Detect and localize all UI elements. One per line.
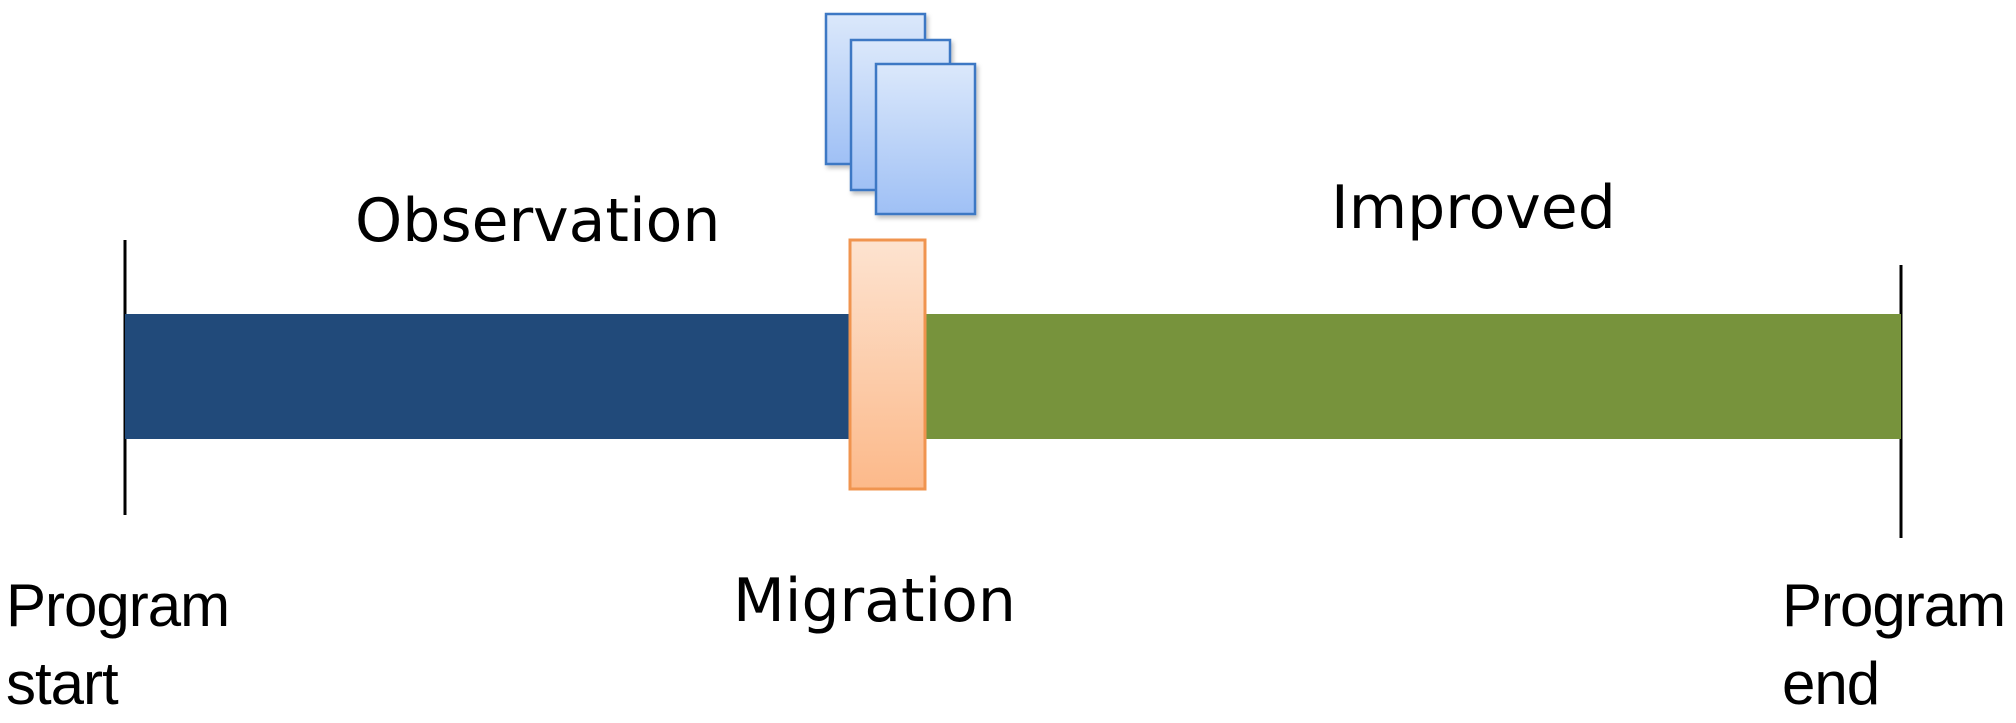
migration-block bbox=[848, 238, 927, 491]
observation-bar bbox=[125, 314, 850, 439]
improved-label: Improved bbox=[1331, 173, 1616, 243]
stacked-documents-icon bbox=[824, 12, 977, 216]
program-end-line2: end bbox=[1782, 650, 1880, 717]
document-sheet-front bbox=[874, 62, 977, 216]
program-start-line1: Program bbox=[6, 572, 230, 639]
improved-bar bbox=[925, 314, 1901, 439]
migration-label: Migration bbox=[733, 566, 1016, 636]
program-start-label: Program start bbox=[6, 567, 230, 723]
observation-label: Observation bbox=[355, 186, 721, 256]
program-end-line1: Program bbox=[1782, 572, 2006, 639]
program-start-line2: start bbox=[6, 650, 119, 717]
program-end-label: Program end bbox=[1782, 567, 2006, 723]
